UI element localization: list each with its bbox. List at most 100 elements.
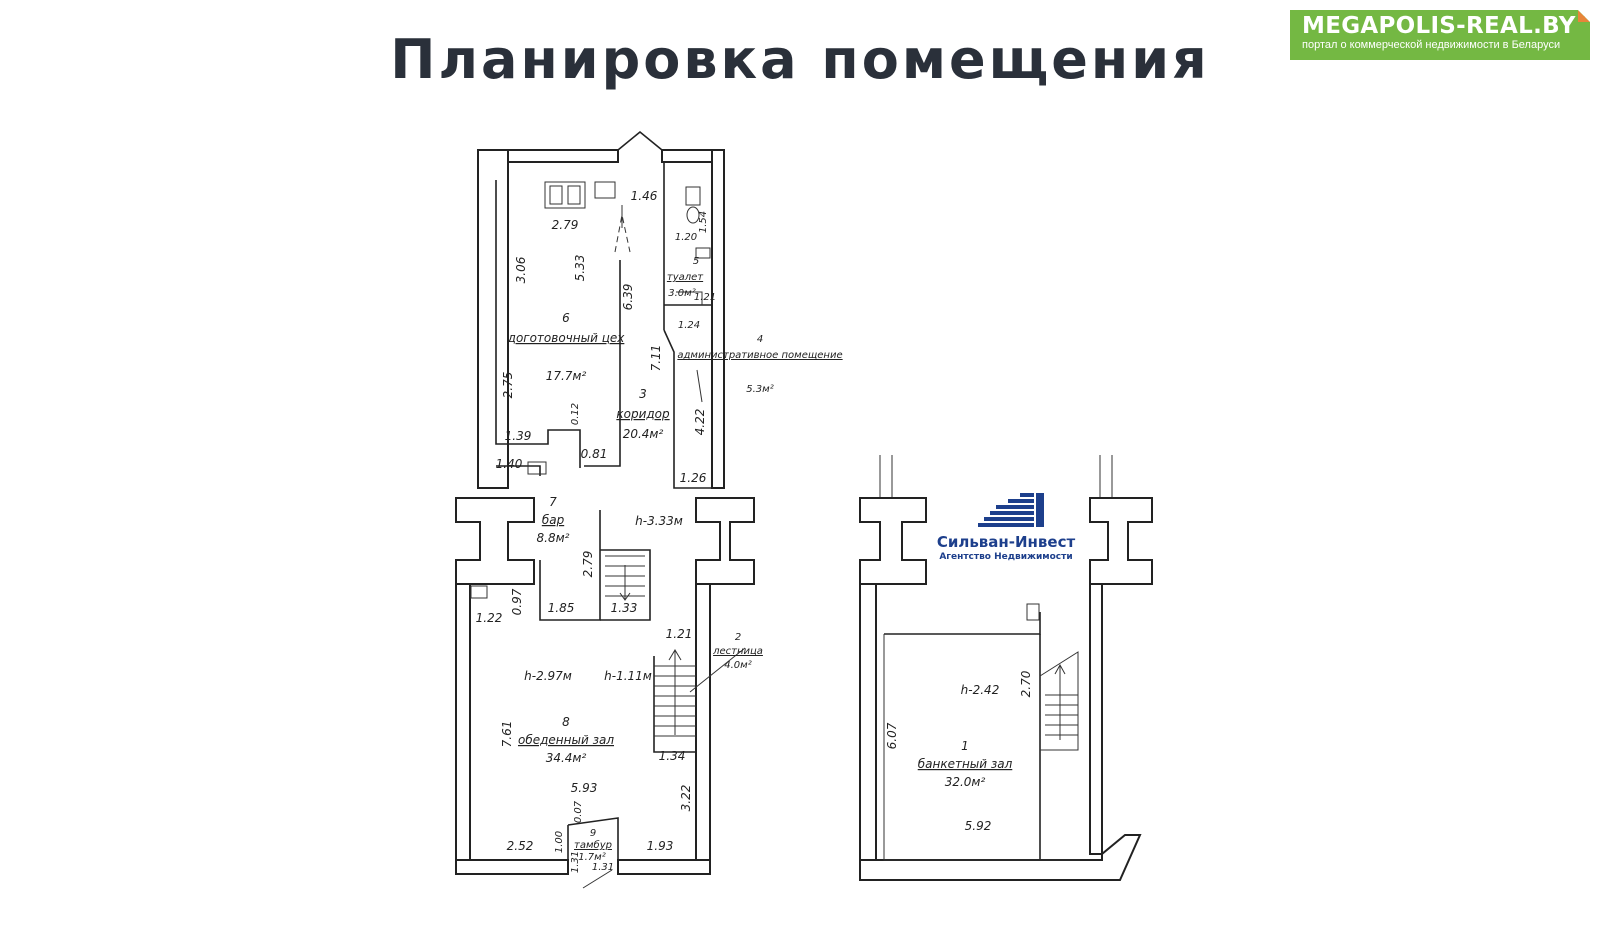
brand-fold-icon [1578,10,1590,22]
partition-r-top [884,612,1041,635]
dim-label: 1.31 [592,862,614,873]
agency-subtitle: Агентство Недвижимости [939,552,1072,562]
wall-lower-left [455,583,471,875]
corner-notch [470,585,488,599]
pier-right-plan-right [1089,497,1153,585]
room1-num: 1 [961,739,969,753]
door-swing [614,214,631,253]
dim-label: 5.33 [573,255,587,282]
wall-r-left [859,583,877,875]
agency-logo: Сильван-Инвест Агентство Недвижимости [937,493,1076,562]
height-label: h-2.42 [961,683,1000,697]
pier-right-plan-left [859,497,927,585]
dim-label: 2.79 [552,218,579,232]
room6-num: 6 [562,311,570,325]
stair-r-box [1039,651,1079,751]
brand-name: MEGAPOLIS-REAL.BY [1302,13,1576,39]
room1-area: 32.0м² [945,775,986,789]
left-plan-partitions [495,162,746,889]
room3-num: 3 [639,387,647,401]
fixture-stove [544,181,586,209]
dim-label: 7.61 [500,721,514,748]
wall-bottom-1 [455,859,569,875]
dim-label: 3.06 [514,256,528,283]
dim-label: 1.39 [505,429,532,443]
room9-num: 9 [590,828,596,839]
leader-room9 [582,869,613,889]
wall-top-1 [507,149,619,163]
partition-room6 [495,180,581,468]
dim-label: 1.24 [678,320,700,331]
room4-area: 5.3м² [746,384,773,395]
partition-tambur [567,817,619,860]
entry-wedge [617,130,663,151]
partition-admin [663,162,712,489]
dim-label: 3.22 [679,785,693,812]
stair-r-arrow-icon [1054,663,1066,740]
dim-label: 1.21 [666,627,693,641]
room8-area: 34.4м² [546,751,587,765]
room5-num: 5 [693,256,699,267]
room7-area: 8.8м² [537,531,570,545]
room8-num: 8 [562,715,570,729]
room1-outline [883,634,1080,861]
dim-label: 2.79 [581,551,595,578]
stair-up-arrow-icon [668,649,682,735]
partition-stair [653,656,696,753]
partition-bottom-6 [496,465,541,476]
fixture-cistern [685,186,701,206]
right-plan-walls [859,455,1153,881]
room2-num: 2 [735,632,741,643]
dim-label: 7.11 [649,345,663,372]
stair-r-treads [1045,694,1078,736]
dim-label: 2.70 [1019,670,1033,697]
room5-area: 3.0м² [668,288,695,299]
room6-name: доготовочный цех [507,331,626,345]
fixture-burner-1 [549,185,563,205]
room9-area: 1.7м² [578,852,605,863]
dim-label: 0.12 [570,403,581,425]
mast-right [1099,455,1113,498]
niche [527,461,547,475]
dim-label: 1.31 [570,851,581,873]
dim-label: 0.07 [573,800,584,823]
wall-lower-right [695,583,711,875]
column-small [1026,603,1040,621]
room4-name: административное помещение [677,350,842,361]
pier-left [455,497,535,585]
fixture-burner-2 [567,185,581,205]
dim-label: 1.54 [698,211,709,233]
room2-name: лестница [712,646,763,657]
toilet-door [676,291,703,305]
dim-label: 1.20 [675,232,697,243]
stair-down-arrow-icon [619,565,631,601]
dim-label: 1.00 [554,831,565,853]
height-label: h-3.33м [635,514,683,528]
dim-label: 1.26 [680,471,707,485]
dim-label: 6.07 [885,722,899,749]
dim-label: 1.21 [694,292,716,303]
leader-room2 [689,647,746,693]
fixture-sink [594,181,616,199]
left-plan-walls [455,130,755,875]
agency-name: Сильван-Инвест [937,533,1076,551]
mast-left [879,455,893,498]
dim-label: 5.93 [571,781,598,795]
wall-r-right [1089,583,1103,855]
room7-name: бар [542,513,565,527]
dim-label: 2.52 [507,839,534,853]
height-label: h-2.97м [524,669,572,683]
dim-label: 1.22 [476,611,503,625]
room9-name: тамбур [574,839,612,851]
page-title: Планировка помещения [390,28,1210,91]
dim-label: 0.81 [581,447,608,461]
room5-name: туалет [667,272,704,283]
dim-label: 1.40 [496,457,523,471]
brand-logo[interactable]: MEGAPOLIS-REAL.BY портал о коммерческой … [1290,10,1590,60]
dim-label: 1.85 [548,601,575,615]
stair-upper-box [600,549,651,621]
wall-upper-right [711,149,725,489]
dim-label: 1.46 [631,189,658,203]
dim-label: 2.75 [501,372,515,399]
